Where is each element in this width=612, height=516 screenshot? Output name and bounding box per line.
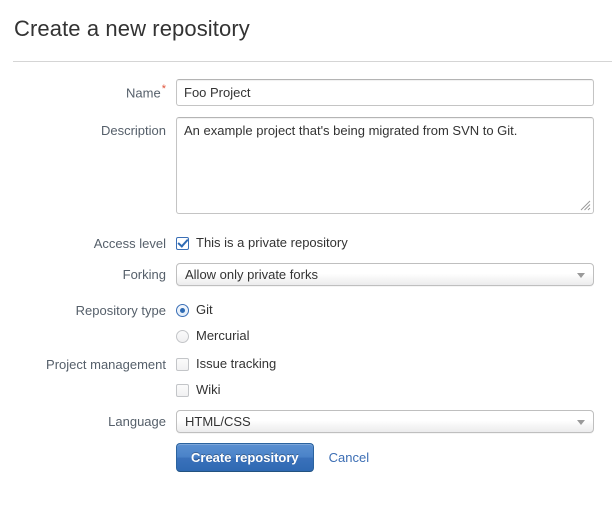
cancel-link[interactable]: Cancel (328, 450, 370, 465)
radio-mercurial[interactable] (176, 329, 189, 343)
description-textarea[interactable] (176, 117, 594, 214)
repository-type-option-git[interactable]: Git (176, 302, 249, 318)
chevron-down-icon (577, 272, 585, 278)
form-row-forking: Forking Allow only private forks (0, 260, 612, 299)
create-repository-form: Name* Description Access level (0, 76, 612, 479)
forking-select-value: Allow only private forks (185, 267, 318, 282)
form-row-access-level: Access level This is a private repositor… (0, 232, 612, 260)
radio-git[interactable] (176, 303, 189, 317)
description-textarea-wrapper (176, 117, 594, 214)
form-row-project-management: Project management Issue tracking Wiki (0, 353, 612, 407)
name-input[interactable] (176, 79, 594, 106)
forking-label: Forking (122, 267, 166, 282)
checkbox-wiki-label: Wiki (196, 382, 221, 397)
radio-git-label: Git (196, 302, 213, 317)
description-label: Description (100, 123, 166, 138)
checkbox-issue-tracking-label: Issue tracking (196, 356, 277, 371)
project-management-option-wiki[interactable]: Wiki (176, 382, 276, 398)
form-row-description: Description (0, 115, 612, 232)
page-title: Create a new repository (14, 16, 250, 41)
private-repository-checkbox[interactable] (176, 236, 189, 250)
required-asterisk-icon: * (161, 83, 166, 95)
form-row-language: Language HTML/CSS (0, 407, 612, 439)
form-row-actions: Create repository Cancel (0, 439, 612, 479)
name-label-text: Name (126, 85, 161, 101)
form-actions: Create repository Cancel (176, 443, 369, 472)
access-level-label: Access level (93, 236, 166, 251)
header-divider (13, 61, 612, 62)
language-label: Language (108, 414, 166, 429)
repository-type-option-mercurial[interactable]: Mercurial (176, 328, 249, 344)
language-select-value: HTML/CSS (185, 414, 251, 429)
radio-mercurial-label: Mercurial (196, 328, 250, 343)
private-repository-checkbox-row[interactable]: This is a private repository (176, 235, 348, 251)
project-management-label: Project management (46, 357, 166, 372)
forking-select[interactable]: Allow only private forks (176, 263, 594, 286)
repository-type-label: Repository type (75, 303, 166, 318)
form-row-repository-type: Repository type Git Mercurial (0, 299, 612, 353)
checkbox-issue-tracking[interactable] (176, 357, 189, 371)
chevron-down-icon (577, 419, 585, 425)
name-label: Name* (0, 84, 166, 101)
checkbox-wiki[interactable] (176, 383, 189, 397)
project-management-option-issue-tracking[interactable]: Issue tracking (176, 356, 276, 372)
create-repository-button[interactable]: Create repository (176, 443, 314, 472)
private-repository-label: This is a private repository (196, 235, 348, 250)
language-select[interactable]: HTML/CSS (176, 410, 594, 433)
form-row-name: Name* (0, 76, 612, 115)
